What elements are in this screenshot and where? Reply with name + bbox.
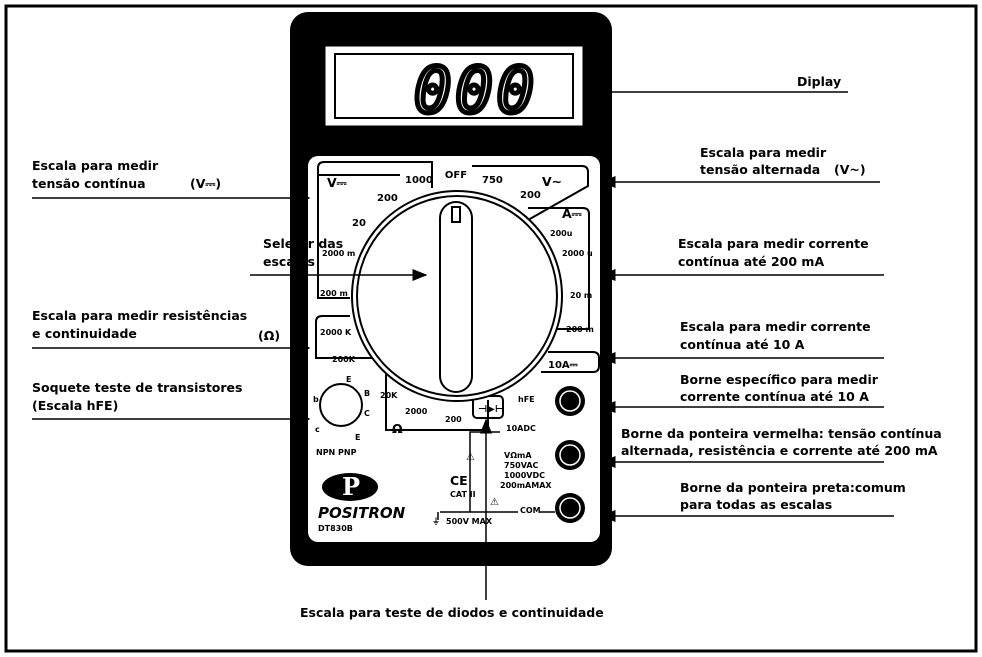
max-voltage-label: 500V MAX <box>446 517 493 526</box>
jack-spec: 750VAC <box>504 461 539 470</box>
brand-name: POSITRON <box>318 504 406 522</box>
vdc-title: V⎓ <box>327 175 348 190</box>
vdc-range: 200 m <box>320 289 348 298</box>
jack-spec: 200mAMAX <box>500 481 552 490</box>
npn-pnp-label: NPN PNP <box>316 448 357 457</box>
label-dc-voltage-symbol: (V⎓) <box>190 176 221 191</box>
off-label: OFF <box>445 170 467 181</box>
jack-spec: VΩmA <box>504 451 532 460</box>
label-selector: escalas <box>263 254 315 269</box>
ohm-range: 200 <box>445 415 462 424</box>
pin-label: c <box>315 425 320 434</box>
lcd <box>334 53 574 119</box>
vdc-range: 200 <box>377 193 398 204</box>
ce-mark: CE <box>450 473 468 488</box>
diode-icon: ⊣▶⊢ <box>478 404 504 415</box>
label-transistor: (Escala hFE) <box>32 398 118 413</box>
svg-text:P: P <box>342 472 360 501</box>
label-jack-10a: Borne específico para medir <box>680 372 879 387</box>
frame-border <box>4 4 978 653</box>
label-dc-200ma: Escala para medir corrente <box>678 236 869 251</box>
label-resistance: e continuidade <box>32 326 137 341</box>
vdc-range: 20 <box>352 218 366 229</box>
vdc-range: 2000 m <box>322 249 355 258</box>
warning-icon: ⚠ <box>466 452 475 463</box>
cat-label: CAT II <box>450 490 476 499</box>
pin-label: E <box>355 433 360 442</box>
ohm-range: 200K <box>332 355 356 364</box>
label-diode: Escala para teste de diodos e continuida… <box>300 605 604 620</box>
selector-knob[interactable] <box>439 201 473 393</box>
adc-10a: 10A⎓ <box>548 360 578 371</box>
vdc-range: 1000 <box>405 175 433 186</box>
pin-label: C <box>364 409 370 418</box>
ohm-title: Ω <box>392 421 403 436</box>
adc-range: 20 m <box>570 291 592 300</box>
label-transistor: Soquete teste de transistores <box>32 380 242 395</box>
positron-logo <box>322 473 378 501</box>
ohm-range: 2000 <box>405 407 428 416</box>
vac-title: V∼ <box>542 174 562 189</box>
label-jack-red: alternada, resistência e corrente até 20… <box>621 443 938 458</box>
ohm-range: 2000 K <box>320 328 352 337</box>
transistor-socket[interactable] <box>319 383 363 427</box>
lcd-digits: 000 <box>414 54 538 127</box>
10adc-label: 10ADC <box>506 424 536 433</box>
label-jack-10a: corrente contínua até 10 A <box>680 389 869 404</box>
adc-range: 200 m <box>566 325 594 334</box>
com-label: COM <box>520 506 541 515</box>
model-name: DT830B <box>318 524 353 533</box>
vac-range: 200 <box>520 190 541 201</box>
label-dc-10a: Escala para medir corrente <box>680 319 871 334</box>
ohm-range: 20K <box>380 391 398 400</box>
pin-label: b <box>313 395 319 404</box>
label-dc-voltage: Escala para medir <box>32 158 159 173</box>
label-ac-voltage: Escala para medir <box>700 145 827 160</box>
label-jack-red: Borne da ponteira vermelha: tensão contí… <box>621 426 942 441</box>
adc-range: 2000 u <box>562 249 593 258</box>
knob-pointer <box>451 206 461 223</box>
adc-title: A⎓ <box>562 206 583 221</box>
pin-label: E <box>346 375 351 384</box>
label-dc-voltage: tensão contínua <box>32 176 146 191</box>
label-dc-200ma: contínua até 200 mA <box>678 254 824 269</box>
vac-range: 750 <box>482 175 503 186</box>
label-resistance-symbol: (Ω) <box>258 328 280 343</box>
adc-range: 200u <box>550 229 573 238</box>
jack-spec: 1000VDC <box>504 471 545 480</box>
label-selector: Seletor das <box>263 236 343 251</box>
hfe-label: hFE <box>518 395 535 404</box>
label-ac-voltage-symbol: (V~) <box>834 162 866 177</box>
ground-icon: ⏚ <box>432 517 440 526</box>
warning-icon: ⚠ <box>490 497 499 508</box>
label-display: Diplay <box>797 74 841 89</box>
label-resistance: Escala para medir resistências <box>32 308 247 323</box>
label-jack-black: Borne da ponteira preta:comum <box>680 480 906 495</box>
pin-label: B <box>364 389 370 398</box>
label-dc-10a: contínua até 10 A <box>680 337 805 352</box>
label-jack-black: para todas as escalas <box>680 497 832 512</box>
label-ac-voltage: tensão alternada <box>700 162 820 177</box>
